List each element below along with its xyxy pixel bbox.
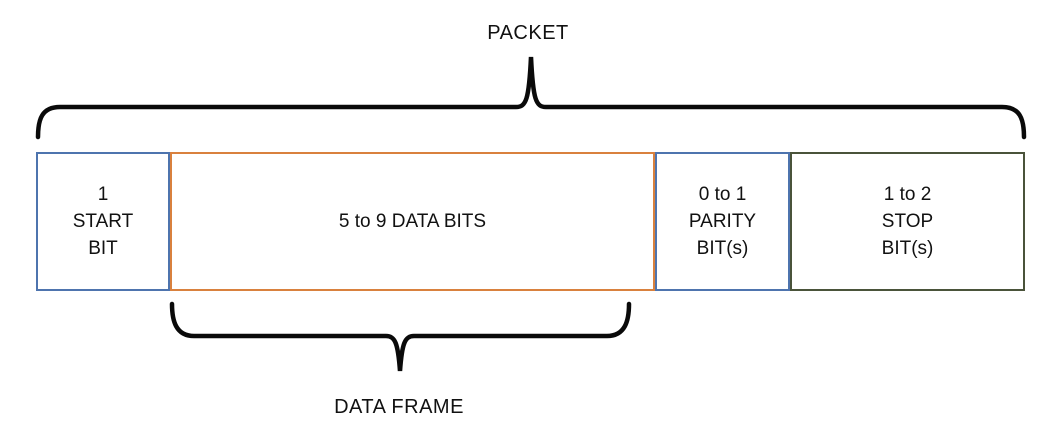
data-frame-label: DATA FRAME <box>334 396 464 418</box>
box-start-bit: 1 START BIT <box>36 152 170 291</box>
start-bit-word1: START <box>72 211 134 232</box>
parity-bit-count: 0 to 1 <box>698 184 747 205</box>
data-frame-brace-icon <box>169 301 632 372</box>
start-bit-word2: BIT <box>88 238 118 259</box>
packet-label: PACKET <box>487 22 569 44</box>
packet-brace-icon <box>35 56 1027 140</box>
parity-bit-word2: BIT(s) <box>696 238 749 259</box>
parity-bit-word1: PARITY <box>688 211 757 232</box>
stop-bit-word1: STOP <box>881 211 934 232</box>
data-bits-text: 5 to 9 DATA BITS <box>338 211 487 232</box>
stop-bit-count: 1 to 2 <box>883 184 932 205</box>
box-parity-bit: 0 to 1 PARITY BIT(s) <box>655 152 790 291</box>
stop-bit-word2: BIT(s) <box>881 238 934 259</box>
start-bit-count: 1 <box>97 184 109 205</box>
box-stop-bit: 1 to 2 STOP BIT(s) <box>790 152 1025 291</box>
box-data-bits: 5 to 9 DATA BITS <box>170 152 655 291</box>
